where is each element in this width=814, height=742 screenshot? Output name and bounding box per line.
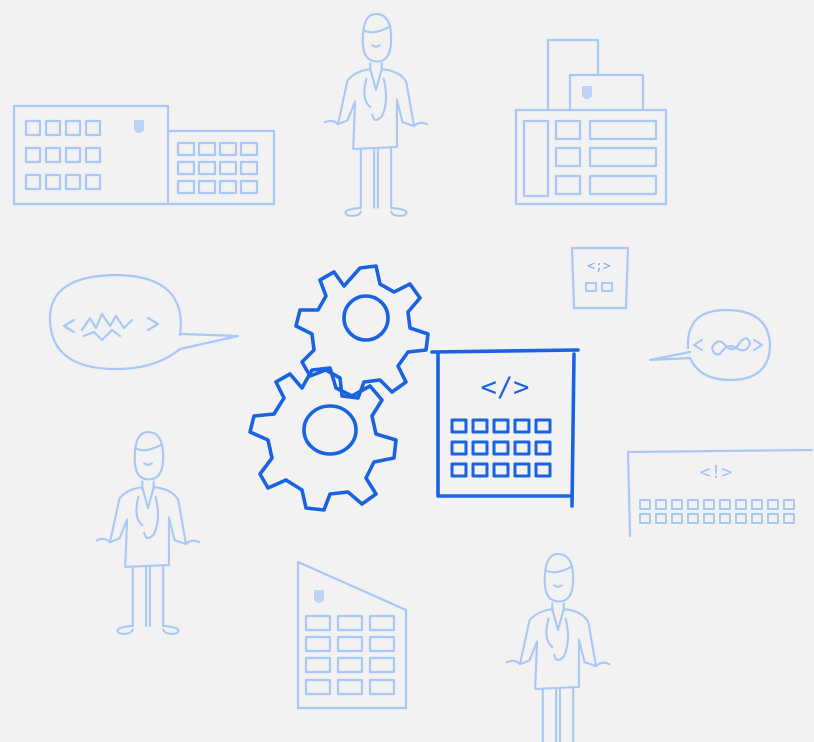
doctor-figure-left-icon	[95, 430, 201, 635]
gear-upper-icon	[294, 264, 430, 400]
gear-lower-icon	[248, 366, 398, 512]
code-panel-small-icon: <;>	[570, 246, 630, 310]
hospital-building-top-right-icon	[514, 38, 668, 206]
doctor-figure-top-icon	[323, 12, 429, 217]
doctor-figure-bottom-right-icon	[505, 552, 611, 742]
hospital-building-top-left-icon	[12, 104, 276, 206]
code-symbol-center: </>	[481, 372, 530, 403]
speech-bubble-left-icon	[48, 273, 240, 371]
speech-bubble-right-icon	[648, 308, 772, 382]
alert-panel-wide-icon: <!>	[626, 448, 814, 538]
alert-symbol: <!>	[700, 462, 733, 483]
code-symbol-small: <;>	[587, 259, 611, 274]
hospital-building-bottom-icon	[296, 560, 408, 710]
code-panel-center-icon: </>	[430, 348, 580, 508]
